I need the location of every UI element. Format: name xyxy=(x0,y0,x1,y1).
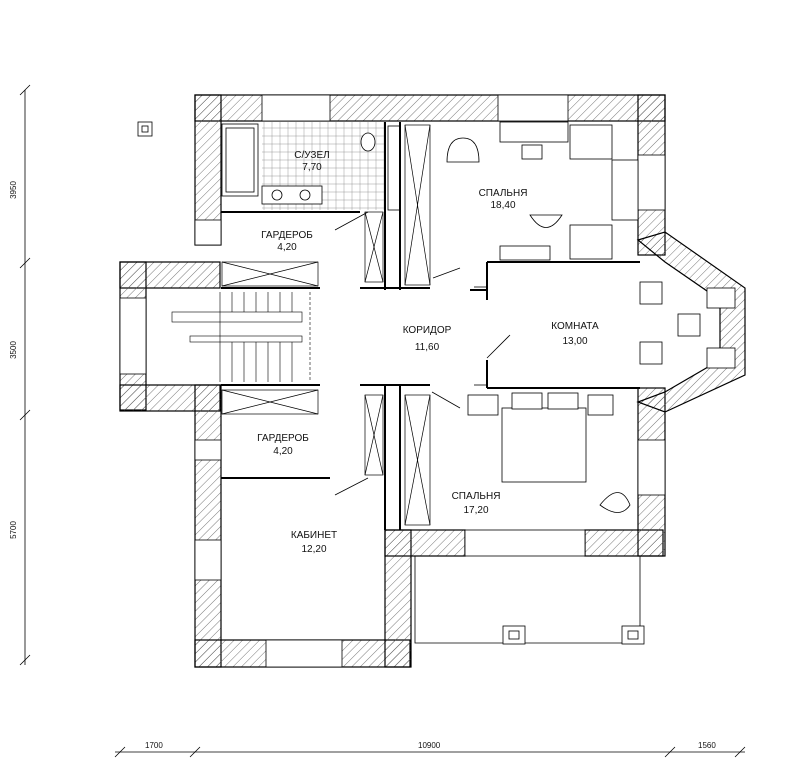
wardrobe-shelves xyxy=(221,124,431,526)
room-bedroom1-name: СПАЛЬНЯ xyxy=(479,188,528,199)
dimension-label: 3950 xyxy=(9,181,18,199)
room-wardrobe1-name: ГАРДЕРОБ xyxy=(261,230,313,241)
room-office-area: 12,20 xyxy=(301,544,326,555)
room-bathroom-name: С/УЗЕЛ xyxy=(294,150,329,161)
room-bedroom1-area: 18,40 xyxy=(490,200,515,211)
windows xyxy=(119,94,666,668)
dimension-label: 10900 xyxy=(418,741,441,750)
north-marker xyxy=(137,121,153,137)
balcony xyxy=(414,556,645,645)
bathtub xyxy=(221,123,259,197)
bedroom2-furniture xyxy=(467,392,631,513)
room-office-name: КАБИНЕТ xyxy=(291,530,337,541)
vertical-dimension-line xyxy=(19,84,31,666)
room-furniture xyxy=(639,281,736,369)
bathroom-fixtures xyxy=(221,123,401,211)
exterior-walls xyxy=(119,94,666,668)
sink-counter xyxy=(261,185,323,205)
door-swings xyxy=(334,211,511,496)
dimension-label: 1700 xyxy=(145,741,163,750)
staircase xyxy=(171,292,311,382)
dimension-label: 3500 xyxy=(9,341,18,359)
room-room-name: КОМНАТА xyxy=(551,321,599,332)
room-wardrobe2-name: ГАРДЕРОБ xyxy=(257,433,309,444)
dimension-label: 1560 xyxy=(698,741,716,750)
horizontal-dimension-line xyxy=(114,746,746,758)
toilet xyxy=(360,132,376,152)
interior-walls xyxy=(221,122,640,530)
room-corridor-area: 11,60 xyxy=(415,342,440,353)
bed xyxy=(501,407,587,483)
room-bathroom-area: 7,70 xyxy=(302,162,322,173)
room-wardrobe2-area: 4,20 xyxy=(273,446,293,457)
room-room-area: 13,00 xyxy=(562,336,587,347)
bedroom1-furniture xyxy=(446,121,639,261)
room-corridor-name: КОРИДОР xyxy=(403,325,452,336)
room-wardrobe1-area: 4,20 xyxy=(277,242,297,253)
dimension-label: 5700 xyxy=(9,521,18,539)
room-bedroom2-area: 17,20 xyxy=(463,505,488,516)
room-bedroom2-name: СПАЛЬНЯ xyxy=(452,491,501,502)
